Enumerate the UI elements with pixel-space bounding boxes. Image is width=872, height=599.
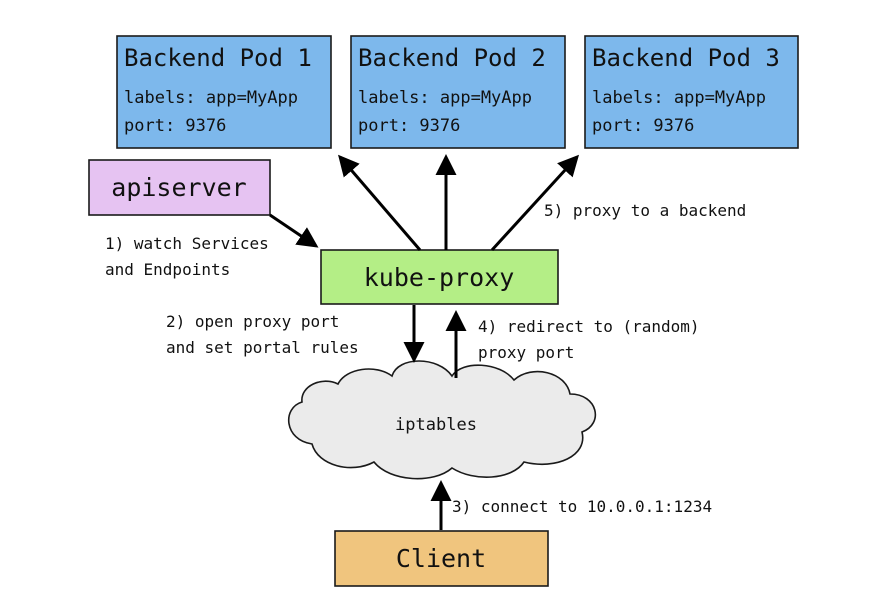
client-label: Client (396, 544, 486, 573)
backend-pod-3: Backend Pod 3 labels: app=MyApp port: 93… (584, 35, 799, 149)
iptables-cloud-shape (288, 360, 597, 480)
arrow-kube-proxy-to-pod-3 (490, 154, 580, 252)
step-3-label: 3) connect to 10.0.0.1:1234 (452, 497, 712, 516)
apiserver-box (88, 159, 271, 216)
backend-pod-2-title: Backend Pod 2 (358, 44, 546, 72)
arrow-kube-proxy-to-pod-1 (338, 154, 422, 251)
client-box (334, 530, 549, 587)
step-1-label-line-1: 1) watch Services (105, 234, 269, 253)
step-1-label-line-2: and Endpoints (105, 260, 230, 279)
backend-pod-3-labels: labels: app=MyApp (592, 88, 766, 108)
step-4-label-line-1: 4) redirect to (random) (478, 317, 700, 336)
backend-pod-1-box (116, 35, 332, 149)
step-2-label-line-1: 2) open proxy port (166, 312, 339, 331)
backend-pod-2: Backend Pod 2 labels: app=MyApp port: 93… (350, 35, 566, 149)
backend-pod-1-labels: labels: app=MyApp (124, 88, 298, 108)
backend-pod-3-title: Backend Pod 3 (592, 44, 780, 72)
kube-proxy-label: kube-proxy (364, 263, 515, 292)
step-4-label-line-2: proxy port (478, 343, 574, 362)
backend-pod-1-title: Backend Pod 1 (124, 44, 312, 72)
kube-proxy-node: kube-proxy (320, 249, 559, 305)
client-node: Client (334, 530, 549, 587)
step-5-label: 5) proxy to a backend (544, 201, 746, 220)
backend-pod-3-box (584, 35, 799, 149)
backend-pod-2-port: port: 9376 (358, 116, 460, 136)
step-2-label-line-2: and set portal rules (166, 338, 359, 357)
kube-proxy-box (320, 249, 559, 305)
backend-pod-2-box (350, 35, 566, 149)
apiserver-node: apiserver (88, 159, 271, 216)
iptables-cloud: iptables (288, 360, 597, 480)
iptables-label: iptables (395, 415, 477, 435)
backend-pod-3-port: port: 9376 (592, 116, 694, 136)
backend-pod-1: Backend Pod 1 labels: app=MyApp port: 93… (116, 35, 332, 149)
backend-pod-2-labels: labels: app=MyApp (358, 88, 532, 108)
backend-pod-1-port: port: 9376 (124, 116, 226, 136)
arrow-apiserver-to-kube-proxy (269, 213, 319, 248)
apiserver-label: apiserver (111, 173, 246, 202)
